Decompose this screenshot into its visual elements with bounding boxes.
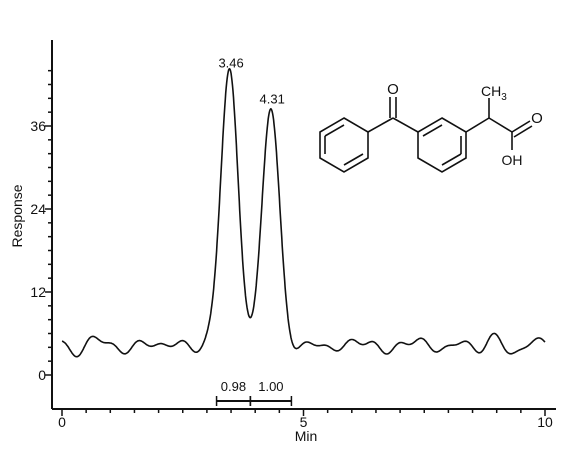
x-minor-ticks bbox=[61, 409, 546, 416]
carbonyl-oxygen-label: O bbox=[387, 81, 399, 98]
alpha-to-carboxyl-bond bbox=[488, 117, 513, 133]
y-minor-ticks bbox=[45, 69, 52, 376]
x-tick-label: 5 bbox=[300, 414, 308, 430]
left-benzene-ring bbox=[319, 117, 369, 173]
right-ring-double-bond-1 bbox=[422, 124, 443, 137]
peak-label: 3.46 bbox=[218, 55, 243, 70]
y-tick-labels: 0 12 24 36 bbox=[30, 118, 46, 383]
right-benzene-ring bbox=[417, 117, 467, 173]
y-tick-label: 24 bbox=[30, 201, 46, 217]
y-tick-label: 0 bbox=[38, 367, 46, 383]
hydroxyl-label: OH bbox=[502, 152, 523, 168]
left-ring-double-bond-1 bbox=[324, 124, 345, 137]
y-tick-label: 12 bbox=[30, 284, 46, 300]
carbonyl-left-bond bbox=[367, 117, 394, 133]
peak-label: 4.31 bbox=[260, 91, 285, 106]
peak-labels: 3.46 4.31 bbox=[218, 55, 284, 106]
ring-to-alpha-carbon-bond bbox=[465, 117, 490, 133]
carbonyl-right-bond bbox=[392, 117, 419, 133]
left-ring-double-bond-2 bbox=[343, 153, 364, 166]
ketoprofen-structure bbox=[319, 97, 533, 173]
right-ring-double-bond-2 bbox=[441, 153, 462, 166]
x-tick-labels: 0 5 10 bbox=[58, 414, 553, 430]
x-tick-label: 10 bbox=[537, 414, 553, 430]
methyl-label: CH3 bbox=[481, 83, 507, 103]
resolution-label: 0.98 bbox=[221, 379, 246, 394]
y-tick-label: 36 bbox=[30, 118, 46, 134]
carboxyl-double-bond-a bbox=[511, 120, 531, 133]
chromatogram-trace bbox=[61, 67, 546, 358]
acid-oxygen-label: O bbox=[531, 110, 543, 127]
plot-area: 0 12 24 36 0 5 10 3.46 4.31 0.98 1.00 bbox=[30, 40, 556, 430]
resolution-brackets: 0.98 1.00 bbox=[215, 379, 293, 406]
methyl-label-ch: CH bbox=[481, 83, 501, 99]
carboxyl-double-bond-b bbox=[513, 125, 533, 138]
x-tick-label: 0 bbox=[58, 414, 66, 430]
y-axis-label: Response bbox=[9, 184, 25, 247]
methyl-label-subscript: 3 bbox=[501, 92, 507, 103]
resolution-label: 1.00 bbox=[258, 379, 283, 394]
x-axis-label: Min bbox=[295, 428, 318, 444]
